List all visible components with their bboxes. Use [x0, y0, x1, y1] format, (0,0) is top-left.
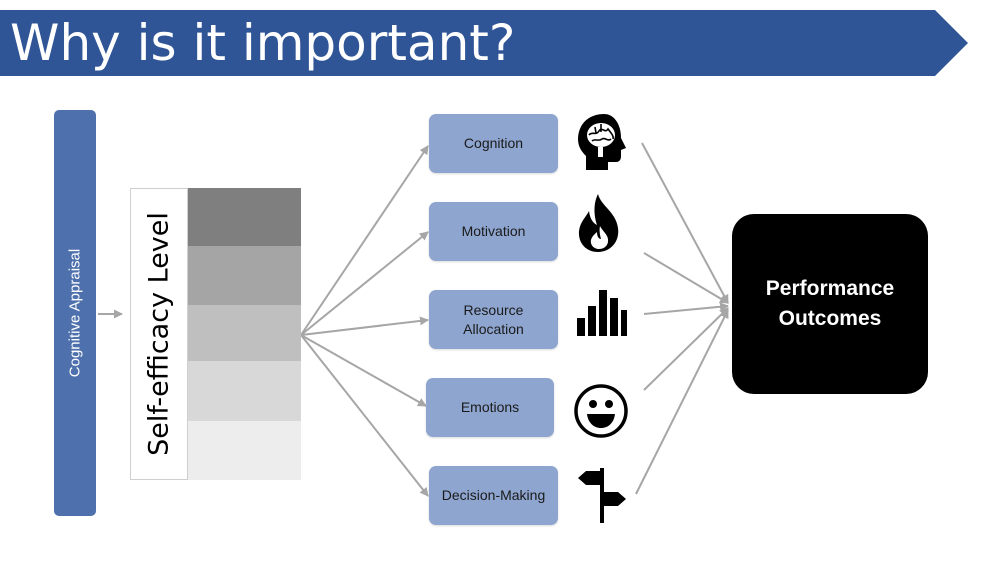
- arrow-to-motivation: [300, 231, 429, 336]
- performance-outcomes-box: Performance Outcomes: [732, 214, 928, 394]
- self-efficacy-label-box: Self-efficacy Level: [130, 188, 188, 480]
- factor-label: Motivation: [461, 223, 526, 239]
- arrow-decision-to-outcome: [635, 309, 729, 495]
- factor-motivation: Motivation: [429, 202, 558, 261]
- self-efficacy-level-4: [188, 361, 301, 421]
- factor-decision-making: Decision-Making: [429, 466, 558, 525]
- self-efficacy-label: Self-efficacy Level: [143, 212, 175, 456]
- arrow-to-cognition: [300, 145, 429, 336]
- factor-label: Decision-Making: [441, 487, 546, 503]
- self-efficacy-level-scale: [188, 188, 301, 480]
- bar-chart-icon: [577, 290, 627, 336]
- signpost-icon: [578, 468, 626, 523]
- arrow-motivation-to-outcome: [643, 252, 729, 304]
- self-efficacy-level-2: [188, 246, 301, 305]
- banner-arrow-shape: [0, 10, 968, 76]
- factor-label: Resource Allocation: [463, 301, 524, 337]
- brain-head-icon: [578, 114, 626, 170]
- performance-outcomes-label: Performance Outcomes: [765, 277, 895, 330]
- factor-cognition: Cognition: [429, 114, 558, 173]
- self-efficacy-level-1: [188, 188, 301, 246]
- self-efficacy-level-5: [188, 421, 301, 480]
- factor-label: Cognition: [463, 135, 524, 151]
- factor-emotions: Emotions: [426, 378, 554, 437]
- flame-icon: [578, 194, 619, 252]
- factor-label: Emotions: [460, 399, 520, 415]
- arrow-to-resource-allocation: [300, 316, 429, 336]
- arrow-to-emotions: [300, 334, 427, 407]
- title-banner: Why is it important?: [0, 10, 968, 76]
- self-efficacy-level-3: [188, 305, 301, 361]
- factor-resource-allocation: Resource Allocation: [429, 290, 558, 349]
- arrow-emotions-to-outcome: [643, 307, 729, 391]
- arrow-resource-to-outcome: [643, 302, 729, 315]
- cognitive-appraisal-bar: Cognitive Appraisal: [54, 110, 96, 516]
- slide-title: Why is it important?: [10, 14, 516, 72]
- smiley-face-icon: [574, 384, 628, 438]
- arrow-to-decision-making: [300, 334, 429, 497]
- cognitive-appraisal-label: Cognitive Appraisal: [66, 248, 84, 378]
- arrow-cognition-to-outcome: [641, 142, 729, 304]
